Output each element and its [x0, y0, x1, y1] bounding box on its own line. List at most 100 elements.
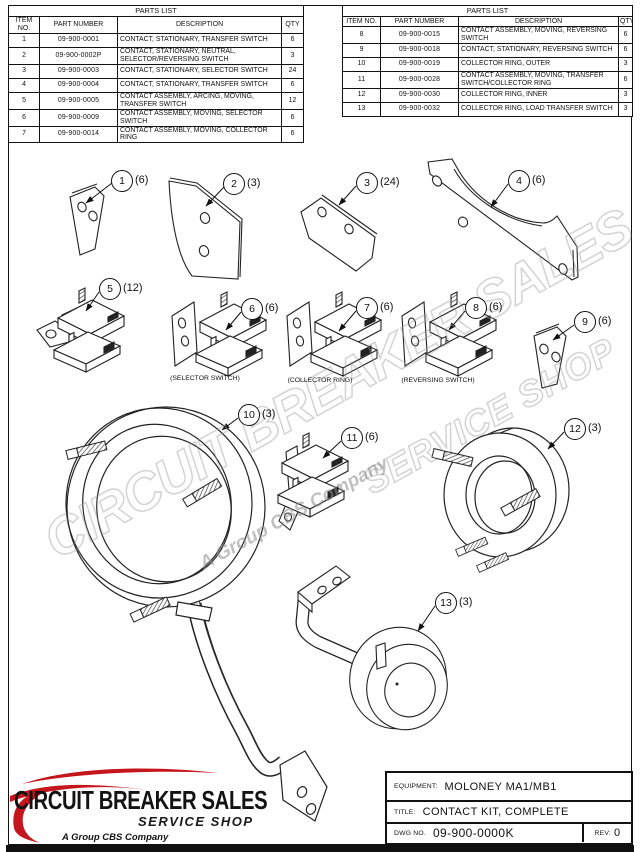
column-header: DESCRIPTION	[117, 16, 282, 34]
part-number-cell: 09-900-0002P	[39, 46, 118, 65]
balloon-item-5: 5	[99, 278, 121, 300]
column-header: QTY	[281, 16, 304, 34]
balloon-item-8: 8	[465, 297, 487, 319]
caption-collector-ring: (COLLECTOR RING)	[287, 377, 353, 384]
part-11-drawing	[277, 432, 349, 531]
logo-subtitle: SERVICE SHOP	[138, 814, 254, 829]
leader-lines	[85, 182, 575, 632]
item-no-cell: 5	[8, 91, 40, 110]
description-cell: COLLECTOR RING, LOAD TRANSFER SWITCH	[458, 101, 619, 117]
balloon-item-12: 12	[564, 418, 586, 440]
balloon-item-9: 9	[574, 311, 596, 333]
item-no-cell: 13	[342, 101, 381, 117]
balloon-qty-4: (6)	[532, 174, 546, 186]
column-header: DESCRIPTION	[458, 16, 619, 27]
part-number-cell: 09-900-0028	[380, 70, 459, 89]
balloon-item-3: 3	[356, 172, 378, 194]
part-5-drawing	[36, 287, 125, 373]
balloon-qty-11: (6)	[365, 431, 379, 443]
company-logo: CIRCUIT BREAKER SALES SERVICE SHOP A Gro…	[10, 762, 268, 845]
item-no-cell: 4	[8, 77, 40, 93]
description-cell: CONTACT ASSEMBLY, MOVING, TRANSFER SWITC…	[458, 70, 619, 89]
page-border	[8, 5, 632, 845]
part-number-cell: 09-900-0015	[380, 26, 459, 44]
part-number-cell: 09-900-0018	[380, 42, 459, 58]
title-block: EQUIPMENT: MOLONEY MA1/MB1 TITLE: CONTAC…	[385, 771, 633, 845]
balloon-qty-2: (3)	[247, 177, 261, 189]
column-header: ITEM NO.	[8, 16, 40, 34]
part-12-drawing	[431, 427, 570, 573]
balloon-qty-13: (3)	[459, 596, 473, 608]
item-no-cell: 7	[8, 125, 40, 144]
balloon-qty-1: (6)	[135, 174, 149, 186]
part-13-drawing	[295, 565, 448, 731]
rev-value: 0	[613, 827, 621, 839]
qty-cell: 3	[618, 56, 633, 72]
description-cell: COLLECTOR RING, INNER	[458, 87, 619, 103]
column-header: PART NUMBER	[39, 16, 118, 34]
balloon-qty-10: (3)	[262, 408, 276, 420]
balloon-item-2: 2	[223, 173, 245, 195]
balloon-item-1: 1	[111, 170, 133, 192]
dwg-number: 09-900-0000K	[432, 826, 514, 840]
description-cell: CONTACT, STATIONARY, SELECTOR SWITCH	[117, 63, 282, 79]
balloon-item-6: 6	[241, 298, 263, 320]
qty-cell: 24	[281, 63, 304, 79]
title-block-dwg-row: DWG NO. 09-900-0000K REV: 0	[387, 824, 631, 842]
qty-cell: 6	[281, 32, 304, 48]
parts-list-title: PARTS LIST	[8, 5, 304, 17]
balloon-item-4: 4	[508, 170, 530, 192]
parts-list-title: PARTS LIST	[342, 5, 633, 17]
qty-cell: 3	[281, 46, 304, 65]
item-no-cell: 8	[342, 26, 381, 44]
logo-name: CIRCUIT BREAKER SALES	[14, 785, 268, 815]
part-number-cell: 09-900-0004	[39, 77, 118, 93]
part-number-cell: 09-900-0001	[39, 32, 118, 48]
caption-reversing-switch: (REVERSING SWITCH)	[401, 377, 475, 384]
balloon-item-11: 11	[341, 427, 363, 449]
item-no-cell: 9	[342, 42, 381, 58]
part-number-cell: 09-900-0019	[380, 56, 459, 72]
part-9-drawing	[533, 323, 567, 389]
part-number-cell: 09-900-0014	[39, 125, 118, 144]
logo-swoosh-icon	[10, 768, 218, 843]
equipment-value: MOLONEY MA1/MB1	[444, 780, 557, 793]
qty-cell: 3	[618, 87, 633, 103]
part-number-cell: 09-900-0030	[380, 87, 459, 103]
equipment-label: EQUIPMENT:	[394, 783, 438, 790]
part-10-drawing	[65, 406, 328, 822]
description-cell: CONTACT ASSEMBLY, MOVING, SELECTOR SWITC…	[117, 108, 282, 127]
qty-cell: 6	[281, 108, 304, 127]
part-number-cell: 09-900-0032	[380, 101, 459, 117]
part-number-cell: 09-900-0005	[39, 91, 118, 110]
column-header: ITEM NO.	[342, 16, 381, 27]
balloon-qty-12: (3)	[588, 422, 602, 434]
balloon-qty-7: (6)	[380, 301, 394, 313]
column-header: PART NUMBER	[380, 16, 459, 27]
description-cell: CONTACT ASSEMBLY, MOVING, COLLECTOR RING	[117, 125, 282, 144]
item-no-cell: 2	[8, 46, 40, 65]
dwg-label: DWG NO.	[394, 829, 426, 837]
part-4-drawing	[427, 158, 579, 281]
title-block-title-row: TITLE: CONTACT KIT, COMPLETE	[387, 802, 631, 824]
qty-cell: 6	[618, 26, 633, 44]
balloon-qty-5: (12)	[123, 282, 143, 294]
item-no-cell: 10	[342, 56, 381, 72]
description-cell: CONTACT ASSEMBLY, ARCING, MOVING, TRANSF…	[117, 91, 282, 110]
bottom-bar	[6, 845, 634, 852]
balloon-item-13: 13	[435, 592, 457, 614]
balloon-qty-8: (6)	[489, 301, 503, 313]
